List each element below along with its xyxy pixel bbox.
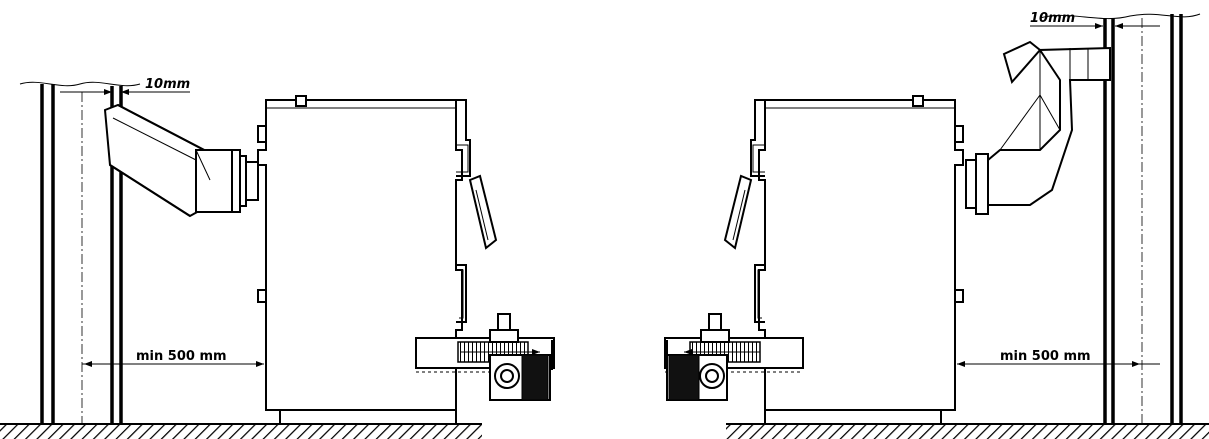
boiler-body-right	[723, 95, 964, 425]
clearance-dimension-right: 10mm	[1030, 11, 1160, 29]
right-view: 10mm	[664, 11, 1209, 439]
boiler-body-left	[257, 95, 498, 425]
left-view: 10mm	[0, 77, 555, 439]
burner-right	[664, 313, 804, 401]
clearance-dimension-left: 10mm	[60, 77, 190, 95]
clearance-label-right: 10mm	[1030, 11, 1075, 26]
burner-left	[415, 313, 555, 401]
clearance-label-left: 10mm	[145, 77, 190, 92]
floor-hatch-left	[0, 424, 482, 439]
floor-hatch-right	[726, 424, 1209, 439]
distance-label-left: min 500 mm	[136, 349, 227, 364]
distance-label-right: min 500 mm	[1000, 349, 1091, 364]
distance-dimension-right: min 500 mm	[957, 349, 1160, 367]
wall-right	[1039, 13, 1201, 424]
flue-pipe-right	[965, 40, 1111, 215]
distance-dimension-left: min 500 mm	[82, 349, 264, 367]
flue-pipe-left	[103, 103, 259, 218]
